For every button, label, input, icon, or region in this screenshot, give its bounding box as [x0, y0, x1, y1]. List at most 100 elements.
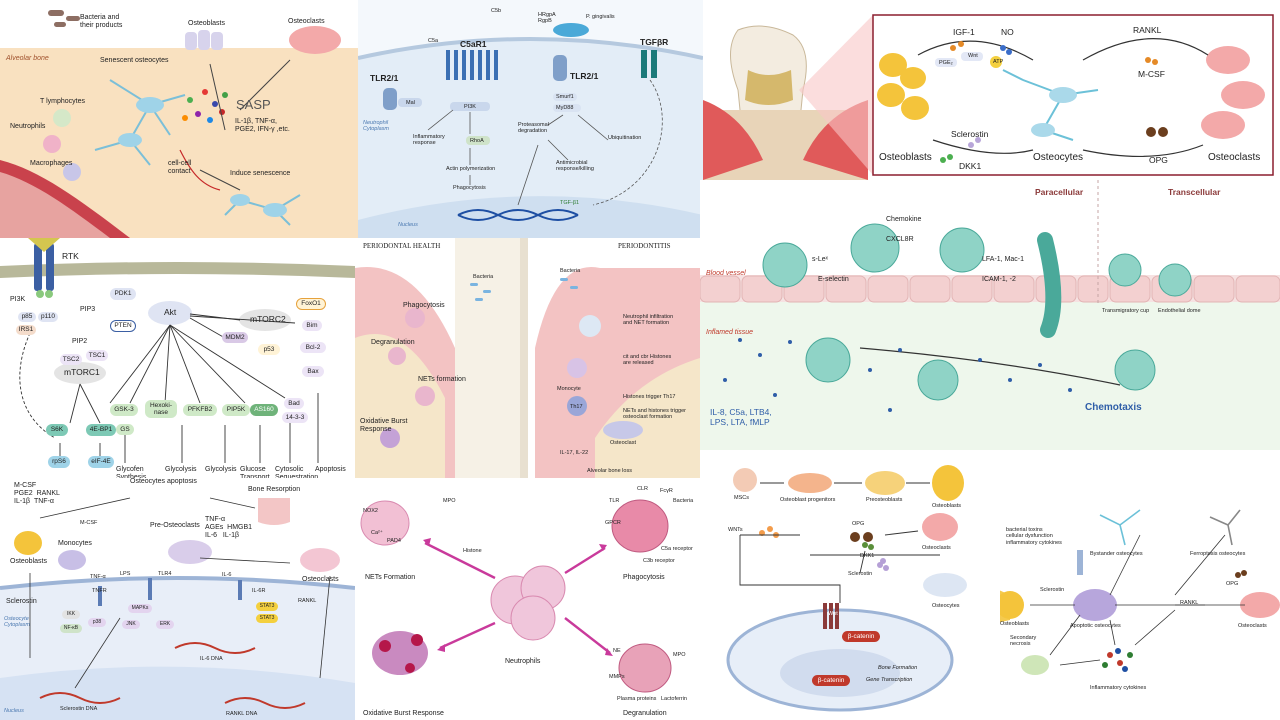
mcsf-label: M-CSF	[1138, 69, 1165, 79]
oxidative-burst-title: Oxidative Burst Response	[363, 710, 444, 717]
eif4e-box: eIF-4E	[88, 456, 114, 468]
mtorc1-label: mTORC1	[64, 367, 100, 377]
phagocytosis-label-left: Phagocytosis	[403, 302, 445, 309]
oxidative-burst-label: Oxidative Burst Response	[360, 418, 408, 434]
sasp-title: SASP	[236, 97, 271, 112]
sclerostin-label: Sclerostin	[6, 598, 37, 605]
pgingivalis-label: P. gingivalis	[586, 14, 615, 20]
alveolar-bone-label: Alveolar bone	[6, 55, 49, 62]
panel-neutrophil-signaling: C5b HRgpA RgpB P. gingivalis C5a C5aR1 T…	[358, 0, 703, 238]
ca-label: Ca²⁺	[371, 530, 383, 536]
apoptosis-output: Apoptosis	[315, 466, 346, 473]
osteoclasts-title: Osteoclasts	[1208, 152, 1261, 163]
osteoclasts-label: Osteoclasts	[1238, 623, 1267, 629]
osteoclasts-label: Osteoclasts	[302, 576, 339, 583]
panel-pi3k-akt-art	[0, 238, 355, 478]
gsk3-box: GSK-3	[110, 404, 138, 416]
atp-label: ATP	[993, 59, 1004, 65]
bacteria-label: Bacteria and their products	[80, 14, 123, 30]
pip5k-box: PIP5K	[222, 404, 250, 416]
bad-box: Bad	[284, 398, 304, 409]
pi3k-label: PI3K	[10, 296, 26, 303]
progenitors-label: Osteoblast progenitors	[780, 497, 836, 503]
tlr-label: TLR	[609, 498, 620, 504]
s6k-box: S6K	[46, 424, 68, 436]
4ebp1-box: 4E-BP1	[86, 424, 116, 436]
osteocytes-label: Osteocytes	[932, 603, 960, 609]
macrophages-label: Macrophages	[30, 160, 73, 167]
sclerostin-label: Sclerostin	[1040, 587, 1065, 593]
osteoblasts-title: Osteoblasts	[879, 152, 932, 163]
hrgpa-label: HRgpA RgpB	[538, 12, 556, 25]
step-1: Neutrophil infiltration and NET formatio…	[623, 314, 674, 327]
mapks-box: MAPKs	[128, 604, 152, 613]
panel-neutrophil-signaling-art	[358, 0, 703, 238]
wnts-label: WNTs	[728, 527, 743, 533]
glycogen-output: Glycofen Synthesis	[116, 466, 147, 478]
p1433-box: 14-3-3	[282, 412, 308, 423]
panel-osteocyte-regulation-art	[703, 14, 1274, 180]
sasp-list: IL-1β, TNF-α, PGE2, IFN-γ ,etc.	[235, 118, 290, 134]
panel-neutrophil-functions-art	[355, 478, 700, 720]
lactoferrin-label: Lactoferrin	[661, 696, 687, 702]
osteoblasts-label: Osteoblasts	[188, 20, 225, 27]
smurf-box: Smurf1	[556, 94, 574, 100]
glucose-output: Glucose Transport	[240, 466, 270, 478]
nfkb-box: NF-κB	[60, 624, 82, 633]
actin-label: Actin polymerization	[446, 166, 496, 172]
gene-transcription-label: Gene Transcription	[866, 677, 913, 683]
panel-osteocyte-death-art-2	[1000, 534, 1247, 675]
bcatenin-box-2: β-catenin	[812, 675, 850, 686]
nets-formation-title: NETs Formation	[365, 574, 416, 581]
p110-box: p110	[38, 312, 58, 322]
fcgr-label: FcγR	[660, 488, 673, 494]
apoptosis-label: Osteocytes apoptosis	[130, 478, 197, 485]
preosteoblasts-label: Preosteoblasts	[866, 497, 903, 503]
ne-label: NE	[613, 648, 621, 654]
mtorc2-label: mTORC2	[250, 314, 286, 324]
tnfr-label: TNFR	[92, 588, 107, 594]
opg-label: OPG	[1226, 581, 1239, 587]
osteoblasts-label: Osteoblasts	[10, 558, 47, 565]
rhoa-box: RhoA	[470, 138, 484, 144]
c5a-label: C5a	[428, 38, 439, 44]
il17-label: IL-17, IL-22	[560, 450, 589, 456]
paracellular-label: Paracellular	[1035, 187, 1084, 197]
induce-senescence-label: Induce senescence	[230, 170, 291, 177]
secondary-necrosis-label: Secondary necrosis	[1010, 635, 1037, 648]
panel-osteocyte-regulation: IGF-1 NO RANKL PGE₂ Wnt ATP M-CSF Sclero…	[703, 0, 1280, 180]
opg-label: OPG	[852, 521, 865, 527]
rankl-dna-label: RANKL DNA	[226, 711, 258, 717]
neutrophils-title: Neutrophils	[505, 658, 541, 665]
chemotactic-factors-label: IL-8, C5a, LTB4, LPS, LTA, fMLP	[710, 407, 772, 427]
sclerostin-label: Sclerostin	[848, 571, 873, 577]
panel-pi3k-akt: RTK PI3K p85 p110 IRS1 PIP3 PIP2 PDK1 PT…	[0, 238, 355, 478]
panel-senescence-art	[0, 10, 358, 238]
sclerostin-label: Sclerostin	[951, 129, 989, 139]
mal-box: Mal	[406, 100, 415, 106]
phagocytosis-label: Phagocytosis	[453, 185, 486, 191]
step-3: Histones trigger Th17	[623, 394, 676, 400]
tgfbr-label: TGFβR	[640, 37, 669, 47]
panel-osteocyte-signaling: M-CSF PGE2 RANKL IL-1β TNF-α Osteocytes …	[0, 478, 355, 720]
proteasomal-label: Proteasomal degradation	[518, 122, 549, 135]
foxo1-box: FoxO1	[296, 298, 326, 310]
ubiquitination-label: Ubiquitination	[608, 135, 642, 141]
bcatenin-box-1: β-catenin	[842, 631, 880, 642]
osteoclast-label: Osteoclast	[610, 440, 636, 446]
glycolysis-output-1: Glycolysis	[165, 466, 197, 473]
panel-transmigration-art	[700, 180, 1280, 450]
periodontal-health-title: PERIODONTAL HEALTH	[363, 242, 441, 250]
rps6-box: rpS6	[48, 456, 70, 468]
monocytes-label: Monocytes	[58, 540, 92, 547]
panel-osteocyte-death: bacterial toxins cellular dysfunction in…	[1000, 455, 1280, 720]
c3-receptor-label: C3b receptor	[643, 558, 675, 564]
endothelial-dome-label: Endothelial dome	[1158, 308, 1201, 314]
erk-box: ERK	[156, 620, 174, 629]
clr-label: CLR	[637, 486, 649, 492]
sclerostin-dna-label: Sclerostin DNA	[60, 706, 98, 712]
glycolysis-output-2: Glycolysis	[205, 466, 237, 473]
toxins-label: bacterial toxins cellular dysfunction in…	[1006, 527, 1062, 546]
tnfa-label: TNF-α	[90, 574, 106, 580]
mcsf-label: M-CSF	[80, 520, 98, 526]
